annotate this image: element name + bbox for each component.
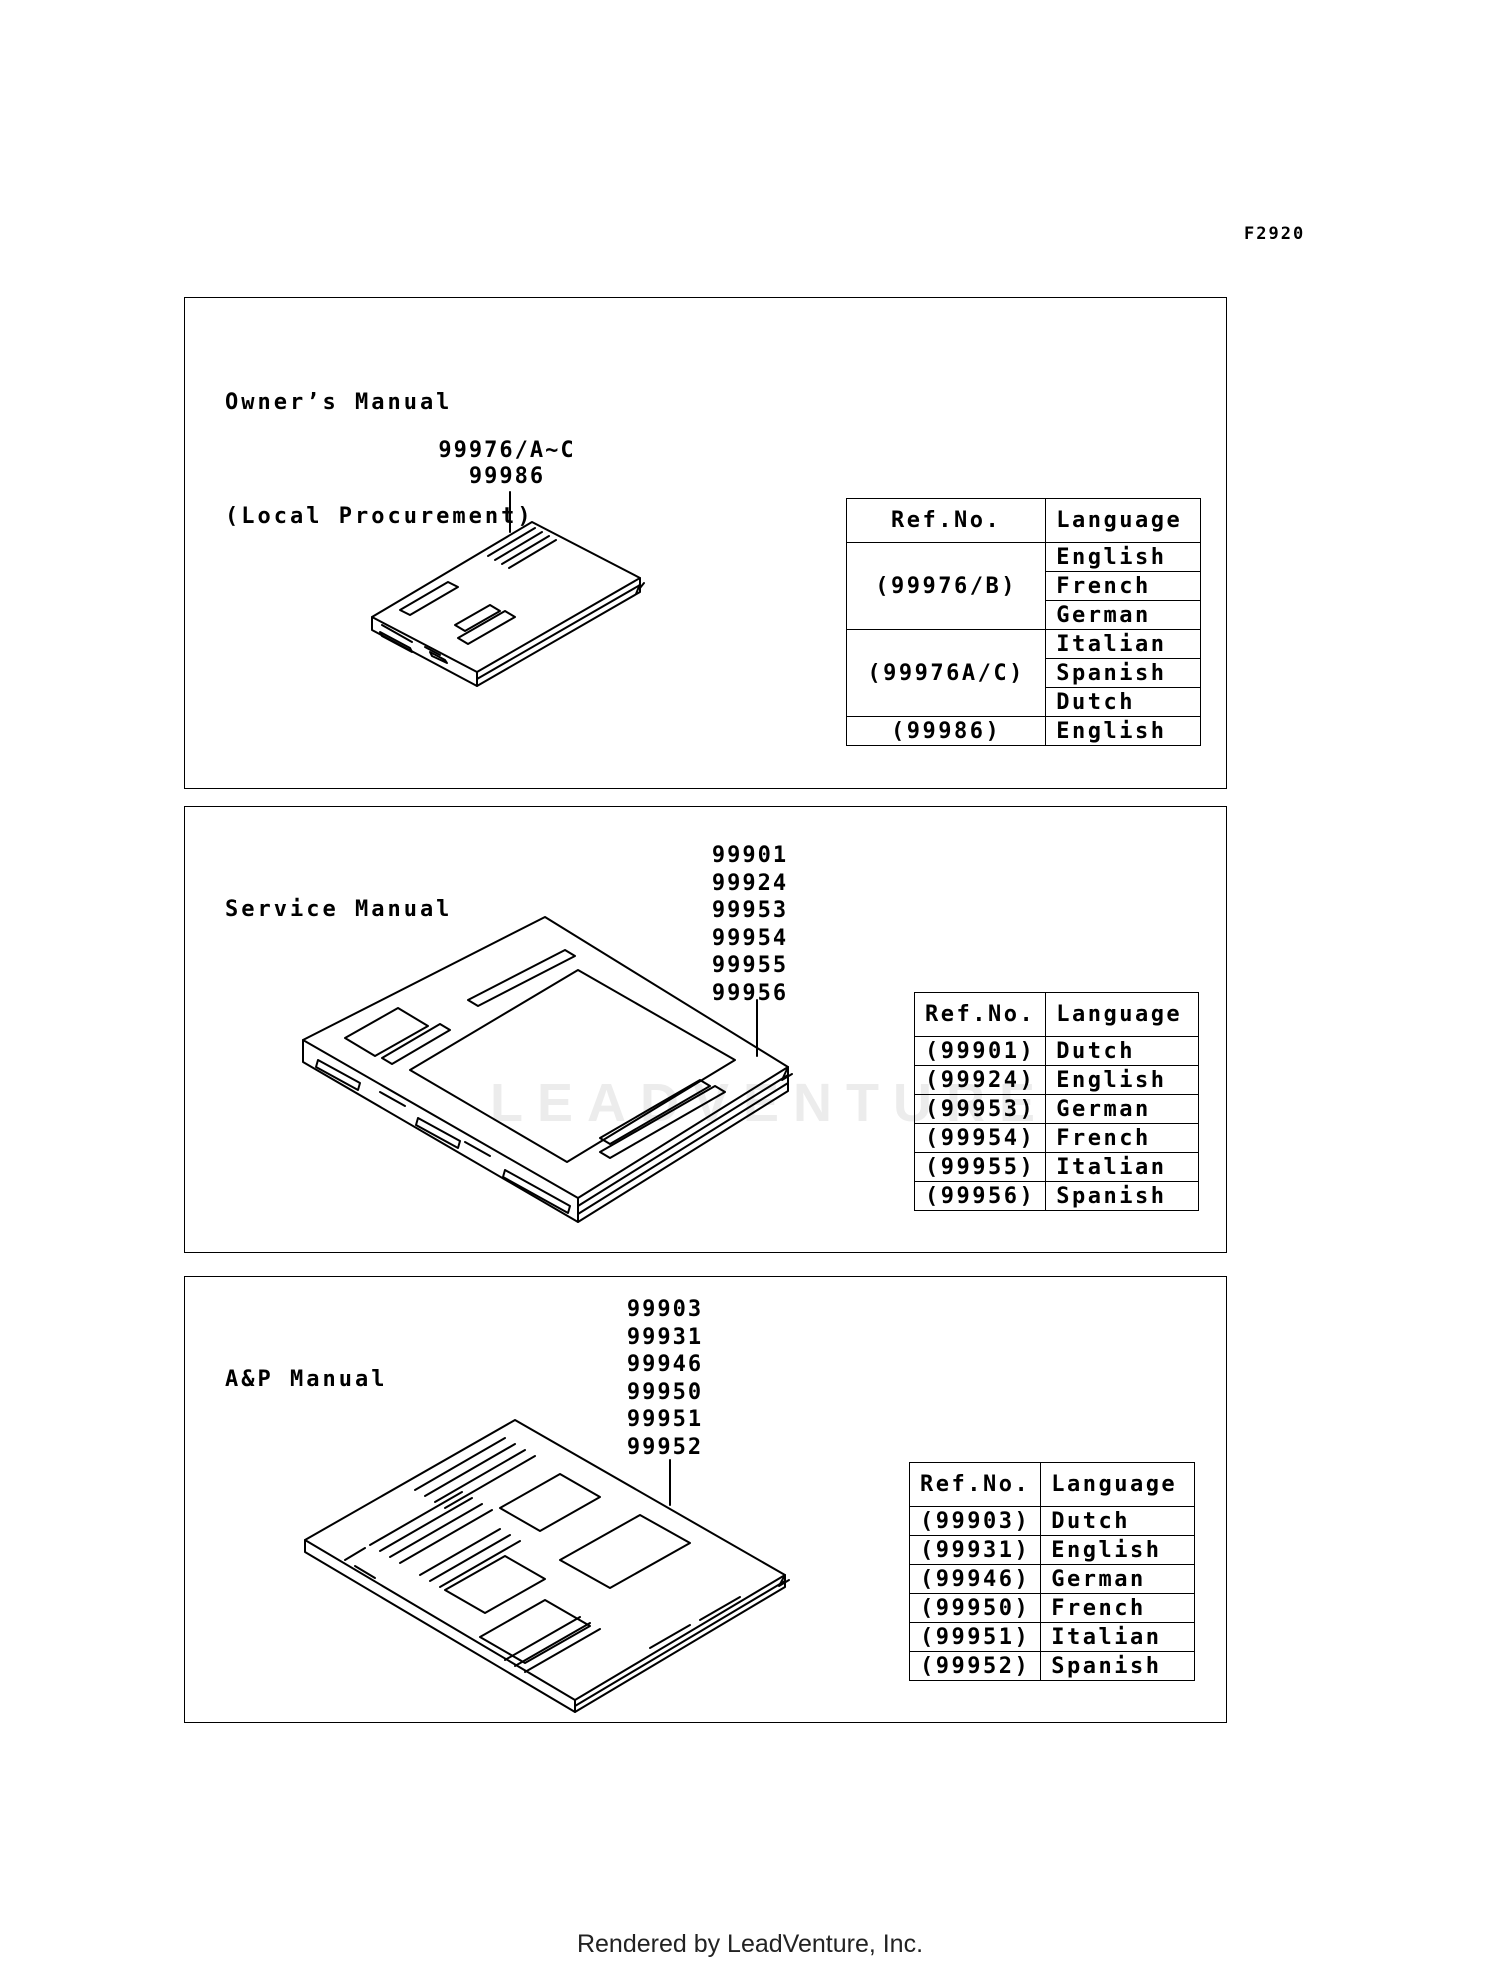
service-manual-language-table: Ref.No. Language (99901)Dutch (99924)Eng…	[913, 992, 1199, 1211]
ref-cell: (99951)	[908, 1622, 1042, 1652]
part-number: 99931	[626, 1324, 704, 1350]
ref-cell: (99901)	[913, 1036, 1047, 1066]
ref-cell: (99950)	[908, 1593, 1042, 1623]
language-cell: German	[1040, 1564, 1195, 1594]
table-row: (99924)English	[913, 1065, 1199, 1095]
ref-cell: (99946)	[908, 1564, 1042, 1594]
table-row: (99950)French	[908, 1593, 1195, 1623]
language-cell: French	[1040, 1593, 1195, 1623]
ap-manual-part-numbers: 99903 99931 99946 99950 99951 99952	[620, 1296, 710, 1461]
part-number: 99954	[711, 925, 789, 951]
owners-manual-title-line-2: (Local Procurement)	[225, 504, 534, 529]
table-row: (99955)Italian	[913, 1152, 1199, 1182]
owners-manual-language-table: Ref.No. Language (99976/B) English Frenc…	[845, 498, 1201, 746]
language-cell: English	[1045, 1065, 1199, 1095]
part-number: 99953	[711, 898, 789, 923]
service-manual-part-numbers: 99901 99924 99953 99954 99955 99956	[705, 842, 795, 1007]
table-row: (99946)German	[908, 1564, 1195, 1594]
part-number: 99956	[711, 980, 789, 1006]
table-row: (99931)English	[908, 1535, 1195, 1565]
owners-manual-booklet-illustration	[371, 491, 645, 687]
owners-manual-panel	[184, 297, 1227, 789]
language-cell: Italian	[1040, 1622, 1195, 1652]
language-cell: Spanish	[1040, 1651, 1195, 1681]
owners-manual-title: Owner’s Manual (Local Procurement)	[225, 308, 534, 574]
language-cell: Spanish	[1045, 1181, 1199, 1211]
part-number: 99901	[711, 843, 789, 868]
column-header-ref: Ref.No.	[908, 1462, 1042, 1507]
language-cell: Dutch	[1040, 1506, 1195, 1536]
language-cell: English	[1040, 1535, 1195, 1565]
ref-cell: (99986)	[845, 716, 1047, 746]
ref-cell: (99952)	[908, 1651, 1042, 1681]
table-row: Spanish	[847, 658, 1201, 688]
ref-cell: (99924)	[913, 1065, 1047, 1095]
table-header-row: Ref.No. Language	[908, 1462, 1195, 1507]
column-header-ref: Ref.No.	[913, 992, 1047, 1037]
table-row: (99901)Dutch	[913, 1036, 1199, 1066]
owners-manual-part-numbers: 99976/A~C 99986	[432, 438, 582, 490]
figure-code: F2920	[1244, 224, 1306, 244]
ref-cell: (99954)	[913, 1123, 1047, 1153]
table-row: (99954)French	[913, 1123, 1199, 1153]
part-number: 99903	[626, 1297, 704, 1322]
ap-manual-title: A&P Manual	[225, 1285, 387, 1437]
ref-cell: (99956)	[913, 1181, 1047, 1211]
ref-cell: (99976/B)	[845, 542, 1047, 630]
table-row: (99951)Italian	[908, 1622, 1195, 1652]
ref-cell: (99953)	[913, 1094, 1047, 1124]
language-cell: Spanish	[1045, 658, 1201, 688]
part-number: 99952	[626, 1434, 704, 1460]
table-header-row: Ref.No. Language	[845, 498, 1201, 543]
language-cell: Italian	[1045, 1152, 1199, 1182]
part-number: 99950	[626, 1379, 704, 1405]
table-row: Dutch	[847, 687, 1201, 717]
language-cell: Dutch	[1045, 687, 1201, 717]
column-header-language: Language	[1045, 498, 1201, 543]
owners-manual-title-line-1: Owner’s Manual	[225, 390, 453, 415]
table-row: French	[847, 571, 1201, 601]
ref-cell: (99955)	[913, 1152, 1047, 1182]
footer-credit: Rendered by LeadVenture, Inc.	[576, 1930, 924, 1958]
table-row: (99986) English	[845, 716, 1201, 746]
language-cell: French	[1045, 571, 1201, 601]
part-number: 99924	[711, 870, 789, 896]
column-header-ref: Ref.No.	[845, 498, 1047, 543]
ap-manual-panel	[184, 1276, 1227, 1723]
ap-manual-language-table: Ref.No. Language (99903)Dutch (99931)Eng…	[908, 1462, 1195, 1681]
service-manual-panel	[184, 806, 1227, 1253]
part-number: 99986	[468, 464, 546, 489]
ap-manual-booklet-illustration	[304, 1419, 790, 1713]
table-row: (99952)Spanish	[908, 1651, 1195, 1681]
table-row: German	[847, 600, 1201, 630]
part-number: 99955	[711, 953, 789, 978]
table-row: (99976/B) English	[845, 542, 1201, 630]
part-number: 99976/A~C	[438, 438, 576, 463]
part-number: 99946	[626, 1352, 704, 1377]
service-manual-title-line-1: Service Manual	[225, 897, 453, 922]
language-cell: English	[1045, 542, 1201, 572]
ap-manual-title-line-1: A&P Manual	[225, 1367, 388, 1392]
service-manual-title: Service Manual	[225, 815, 452, 967]
language-cell: English	[1045, 716, 1201, 746]
table-row: (99956)Spanish	[913, 1181, 1199, 1211]
language-cell: German	[1045, 600, 1201, 630]
service-manual-book-illustration	[302, 916, 793, 1223]
part-number: 99951	[626, 1407, 704, 1432]
language-cell: French	[1045, 1123, 1199, 1153]
